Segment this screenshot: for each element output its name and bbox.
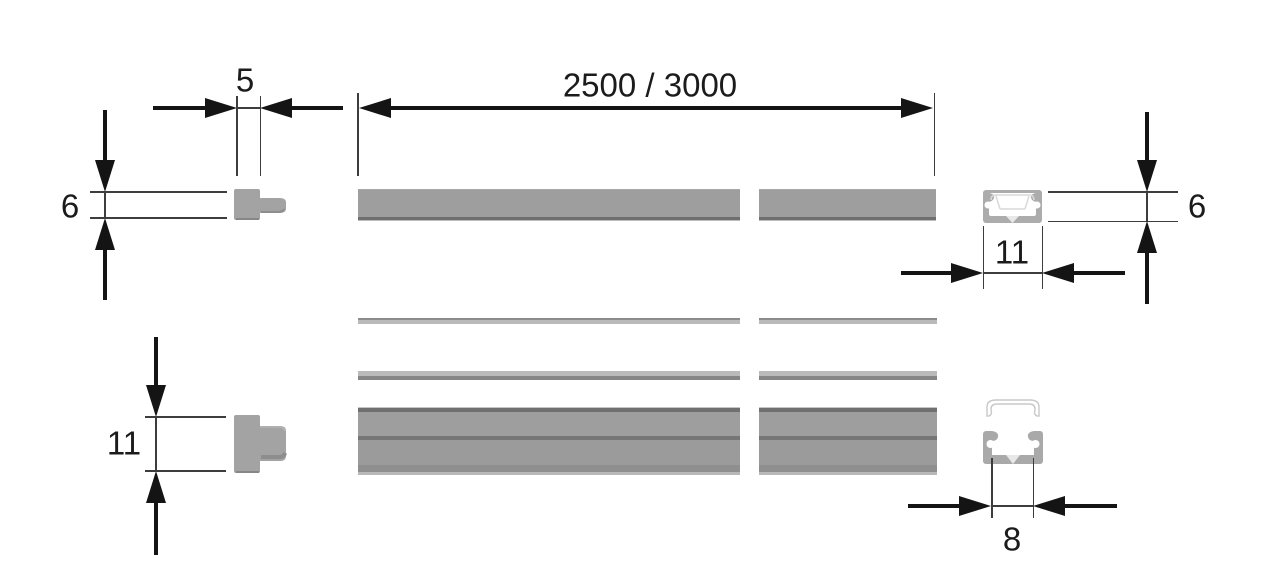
extension-line [991, 458, 993, 518]
dim-label-cap-width: 5 [235, 61, 255, 99]
dimension-line [236, 107, 261, 109]
dimension-line [908, 504, 961, 508]
arrowhead-down [95, 160, 115, 192]
diffuser-bar-segment-2 [759, 318, 937, 380]
arrowhead-right [959, 496, 991, 516]
dimension-line [991, 505, 1033, 507]
extension-line [1032, 458, 1034, 518]
dimension-line [1070, 271, 1125, 275]
dimension-line [103, 110, 107, 162]
dim-label-height-right: 6 [1187, 187, 1207, 225]
arrowhead-up [95, 218, 115, 250]
dimension-line [1061, 504, 1117, 508]
dimension-line [388, 106, 906, 110]
dim-label-length: 2500 / 3000 [562, 66, 738, 104]
extension-line [90, 217, 227, 219]
arrowhead-left [1033, 496, 1065, 516]
extension-line [982, 226, 984, 289]
dimension-line [901, 271, 955, 275]
extension-line [1048, 220, 1178, 222]
dimension-line [104, 192, 106, 218]
arrowhead-right [205, 98, 237, 118]
dim-label-profile-width: 11 [994, 233, 1030, 271]
channel-bar-segment-2 [759, 407, 937, 475]
extension-line [1048, 191, 1178, 193]
dimension-line [155, 417, 157, 471]
end-cap-large-side-view [234, 415, 287, 473]
dimension-line [153, 106, 207, 110]
arrowhead-down [1137, 160, 1157, 192]
dimension-line [1146, 192, 1148, 221]
channel-cross-section [983, 431, 1043, 464]
dimension-line [1145, 112, 1149, 162]
extension-line [259, 96, 261, 176]
dim-label-large-cap-height: 11 [106, 424, 142, 462]
dim-label-channel-inner-width: 8 [1002, 520, 1022, 558]
cover-cross-section-outline [986, 399, 1040, 417]
profile-bar-segment-2 [759, 189, 936, 221]
arrowhead-left [1042, 263, 1074, 283]
extension-line [1041, 226, 1043, 289]
extension-line [236, 96, 238, 176]
arrowhead-up [146, 471, 166, 503]
arrowhead-right [951, 263, 983, 283]
extension-line [933, 93, 935, 176]
dimension-line [289, 106, 343, 110]
profile-cross-section-with-cover [983, 190, 1042, 223]
dimension-line [103, 248, 107, 300]
extension-line [145, 470, 226, 472]
dimension-line [154, 337, 158, 387]
arrowhead-left [260, 98, 292, 118]
arrowhead-left [359, 98, 391, 118]
arrowhead-down [146, 385, 166, 417]
dimension-line [154, 501, 158, 555]
extension-line [145, 416, 226, 418]
profile-bar-segment-1 [358, 189, 740, 221]
extension-line [90, 191, 227, 193]
end-cap-small-side-view [234, 189, 286, 220]
arrowhead-right [901, 98, 933, 118]
channel-bar-segment-1 [358, 407, 740, 475]
extension-line [357, 93, 359, 176]
dimension-line [983, 272, 1042, 274]
arrowhead-up [1137, 221, 1157, 253]
diffuser-bar-segment-1 [358, 318, 740, 380]
dim-label-height-left: 6 [60, 187, 80, 225]
dimension-line [1145, 251, 1149, 304]
